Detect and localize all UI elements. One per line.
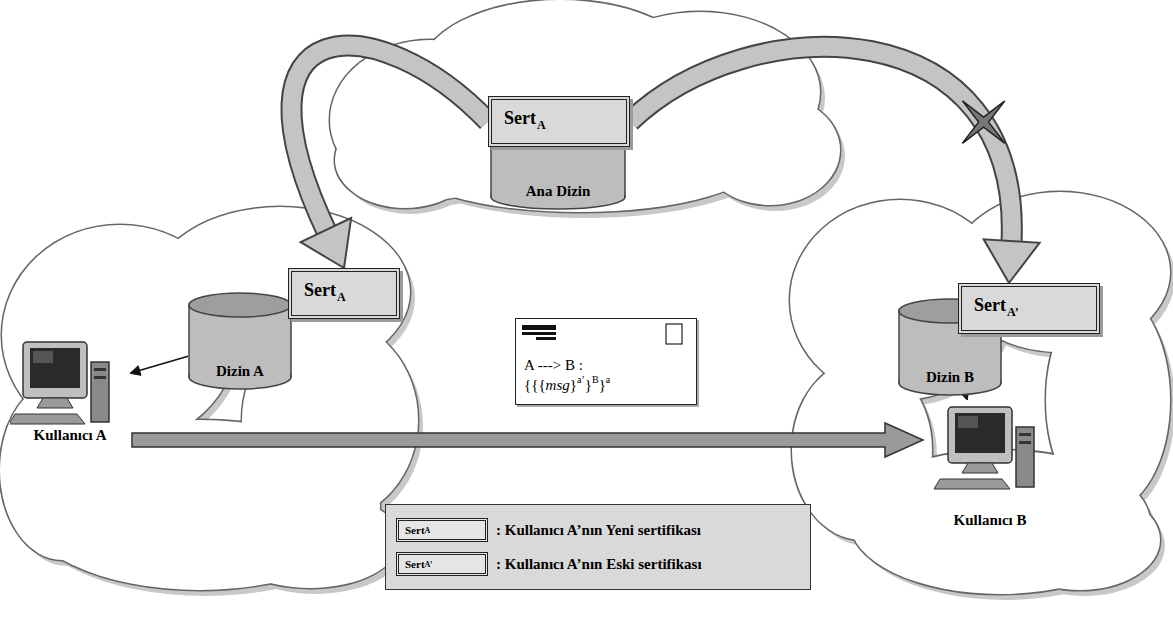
certificate-owner: A	[337, 290, 346, 304]
message-envelope: A ---> B :{{{msg}a’}B}a	[515, 318, 697, 405]
directory-name: Dizin B	[926, 369, 974, 386]
user-name: Kullanıcı B	[925, 512, 1055, 529]
legend-row: SertA : Kullanıcı A’nın Yeni sertifikası	[396, 513, 800, 547]
cloud-fill	[1000, 490, 1160, 590]
cloud	[790, 192, 1173, 600]
arrow-head	[130, 366, 141, 376]
cloud-fill	[335, 112, 475, 208]
distribution-arrow	[291, 46, 488, 268]
legend-row: SertA’ : Kullanıcı A’nın Eski sertifikası	[396, 547, 800, 581]
sample-name: Sert	[405, 524, 425, 536]
legend-sample: SertA	[396, 518, 488, 542]
certificate-name: Sert	[974, 295, 1006, 315]
stamp	[660, 319, 690, 353]
arrow-body	[630, 47, 1012, 247]
certificate-box: SertA	[288, 268, 400, 319]
legend-text: : Kullanıcı A’nın Eski sertifikası	[496, 556, 702, 573]
arrow-outline	[291, 46, 488, 236]
arrow-head	[301, 218, 352, 268]
directory-name: Dizin A	[216, 363, 264, 380]
computer-icon	[10, 335, 130, 430]
certificate-owner: A	[537, 118, 546, 132]
message-formula: {{{	[524, 377, 546, 394]
legend-text: : Kullanıcı A’nın Yeni sertifikası	[496, 522, 701, 539]
certificate-name: Sert	[304, 280, 336, 300]
message-formula: B	[592, 374, 599, 385]
arrow-head	[984, 239, 1040, 283]
message-route: A ---> B :	[524, 357, 688, 374]
legend: SertA: Kullanıcı A’nın Yeni sertifikasıS…	[385, 504, 811, 590]
directory-name: Ana Dizin	[526, 183, 591, 200]
sample-owner: A	[425, 526, 431, 535]
sample-owner: A’	[425, 560, 433, 569]
certificate-box: SertA’	[958, 283, 1100, 334]
cloud-outline	[220, 492, 400, 588]
message-formula: a	[606, 374, 610, 385]
message-formula: }	[585, 377, 592, 394]
arrow-body	[291, 46, 488, 236]
sample-name: Sert	[405, 558, 425, 570]
user-computer: Kullanıcı B	[925, 400, 1055, 540]
arrow-band	[132, 423, 923, 457]
legend-sample: SertA’	[396, 552, 488, 576]
message-formula: a’	[577, 374, 585, 385]
arrow-outline	[630, 47, 1012, 247]
cloud-fill	[220, 492, 400, 588]
access-arrow	[130, 356, 188, 375]
cloud-outline	[335, 112, 475, 208]
user-name: Kullanıcı A	[10, 427, 130, 444]
certificate-box: SertA	[488, 96, 630, 147]
blocked-mark	[962, 101, 1004, 143]
message-formula: }	[599, 377, 606, 394]
cloud-outline	[1000, 490, 1160, 590]
formula-line: {{{msg}a’}B}a	[524, 374, 688, 394]
distribution-arrow	[630, 47, 1040, 283]
certificate-owner: A’	[1007, 305, 1019, 319]
message-formula: }	[570, 377, 577, 394]
certificate-name: Sert	[504, 108, 536, 128]
message-arrow	[132, 423, 923, 457]
cloud	[330, 0, 845, 218]
user-computer: Kullanıcı A	[10, 335, 130, 447]
database-cylinder: Dizin A	[188, 292, 292, 390]
computer-icon	[925, 400, 1055, 495]
envelope-marks	[516, 319, 576, 353]
cloud	[0, 207, 423, 596]
message-formula: msg	[546, 377, 570, 394]
arrow-line	[138, 356, 188, 371]
